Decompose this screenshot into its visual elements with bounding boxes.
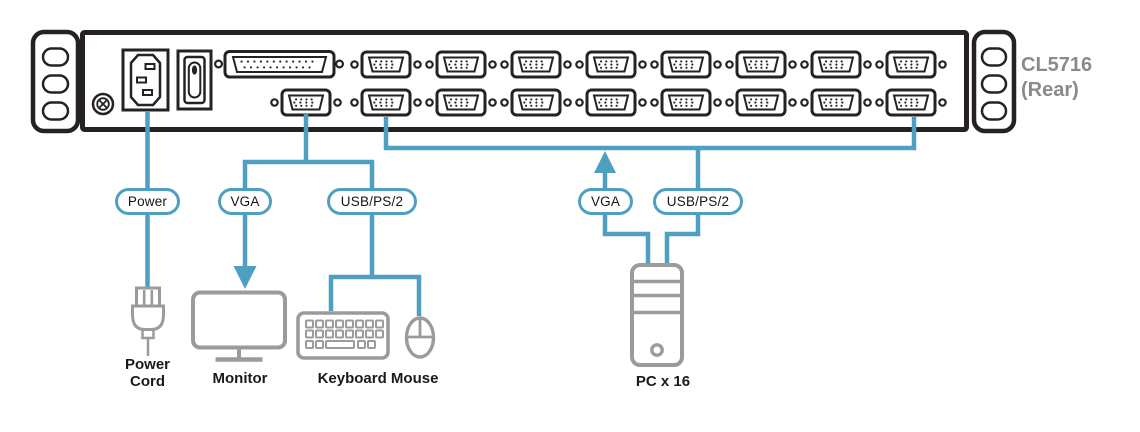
keyboard-key <box>375 329 384 339</box>
mouse-icon <box>404 316 436 359</box>
keyboard-mouse-split <box>328 274 422 316</box>
monitor-arrowhead <box>233 266 257 289</box>
keyboard-icon <box>296 311 390 360</box>
keyboard-key <box>345 329 354 339</box>
kvm-port <box>574 50 648 79</box>
keyboard-key <box>335 319 344 329</box>
pc-vga-cable-tag: VGA <box>578 188 633 215</box>
kvm-port <box>349 50 423 79</box>
console-port <box>269 88 343 117</box>
console-vga-cable-tag-text: VGA <box>230 194 260 209</box>
right-rack-bracket <box>971 29 1017 134</box>
keyboard-key <box>357 340 366 349</box>
monitor-icon <box>191 290 287 362</box>
pc-vga-cable <box>602 171 651 265</box>
keyboard-key <box>345 319 354 329</box>
model-view: (Rear) <box>1021 79 1079 101</box>
power-cord-label: Power Cord <box>105 356 190 390</box>
kvm-port <box>874 50 948 79</box>
kvm-port <box>724 50 798 79</box>
kvm-port <box>874 88 948 117</box>
keyboard-key <box>325 319 334 329</box>
kvm-port <box>799 50 873 79</box>
kvm-port <box>349 88 423 117</box>
ground-terminal <box>91 92 115 116</box>
keyboard-key <box>305 329 314 339</box>
keyboard-key <box>305 319 314 329</box>
keyboard-key <box>367 340 376 349</box>
power-cord-label-line2: Cord <box>130 373 165 390</box>
model-name: CL5716 <box>1021 54 1093 76</box>
console-cable-split <box>242 159 375 277</box>
keyboard-key <box>315 340 324 349</box>
kvm-port <box>499 50 573 79</box>
keyboard-key <box>355 329 364 339</box>
keyboard-key <box>375 319 384 329</box>
kvm-bus-cable <box>383 117 917 151</box>
pc-label: PC x 16 <box>635 373 691 390</box>
keyboard-key <box>315 329 324 339</box>
keyboard-key <box>305 340 314 349</box>
console-vga-cable-tag: VGA <box>218 188 272 215</box>
keyboard-key <box>335 329 344 339</box>
console-usb-ps2-cable-tag-text: USB/PS/2 <box>340 194 404 209</box>
device-icons <box>131 263 684 367</box>
pc-usb-ps2-cable-tag-text: USB/PS/2 <box>666 194 730 209</box>
keyboard-key <box>325 329 334 339</box>
power-cable-tag-text: Power <box>127 194 168 209</box>
daisy-chain-port <box>214 50 345 79</box>
console-usb-ps2-cable-tag: USB/PS/2 <box>327 188 417 215</box>
pc-vga-cable-tag-text: VGA <box>590 194 621 209</box>
left-rack-bracket <box>30 29 81 134</box>
rear-panel <box>30 29 1017 134</box>
pc-tower-icon <box>630 263 684 367</box>
kvm-port <box>649 88 723 117</box>
keyboard-key <box>355 319 364 329</box>
power-switch <box>176 49 213 111</box>
pc-usb-ps2-cable-tag: USB/PS/2 <box>653 188 743 215</box>
kvm-port <box>724 88 798 117</box>
power-cord-label-line1: Power <box>124 356 170 373</box>
power-cord-icon <box>131 286 165 356</box>
monitor-label: Monitor <box>212 370 268 387</box>
keyboard-key <box>365 329 374 339</box>
kvm-port <box>499 88 573 117</box>
model-label: CL5716 (Rear) <box>1021 53 1140 103</box>
kvm-port <box>574 88 648 117</box>
keyboard-key <box>315 319 324 329</box>
kvm-port <box>424 88 498 117</box>
pc-vga-arrowhead <box>594 151 616 173</box>
kvm-port <box>424 50 498 79</box>
keyboard-mouse-label: Keyboard Mouse <box>317 370 439 387</box>
kvm-port <box>649 50 723 79</box>
power-cable-tag: Power <box>115 188 180 215</box>
keyboard-key <box>365 319 374 329</box>
kvm-port <box>799 88 873 117</box>
power-socket <box>121 48 170 112</box>
keyboard-key <box>325 340 355 349</box>
